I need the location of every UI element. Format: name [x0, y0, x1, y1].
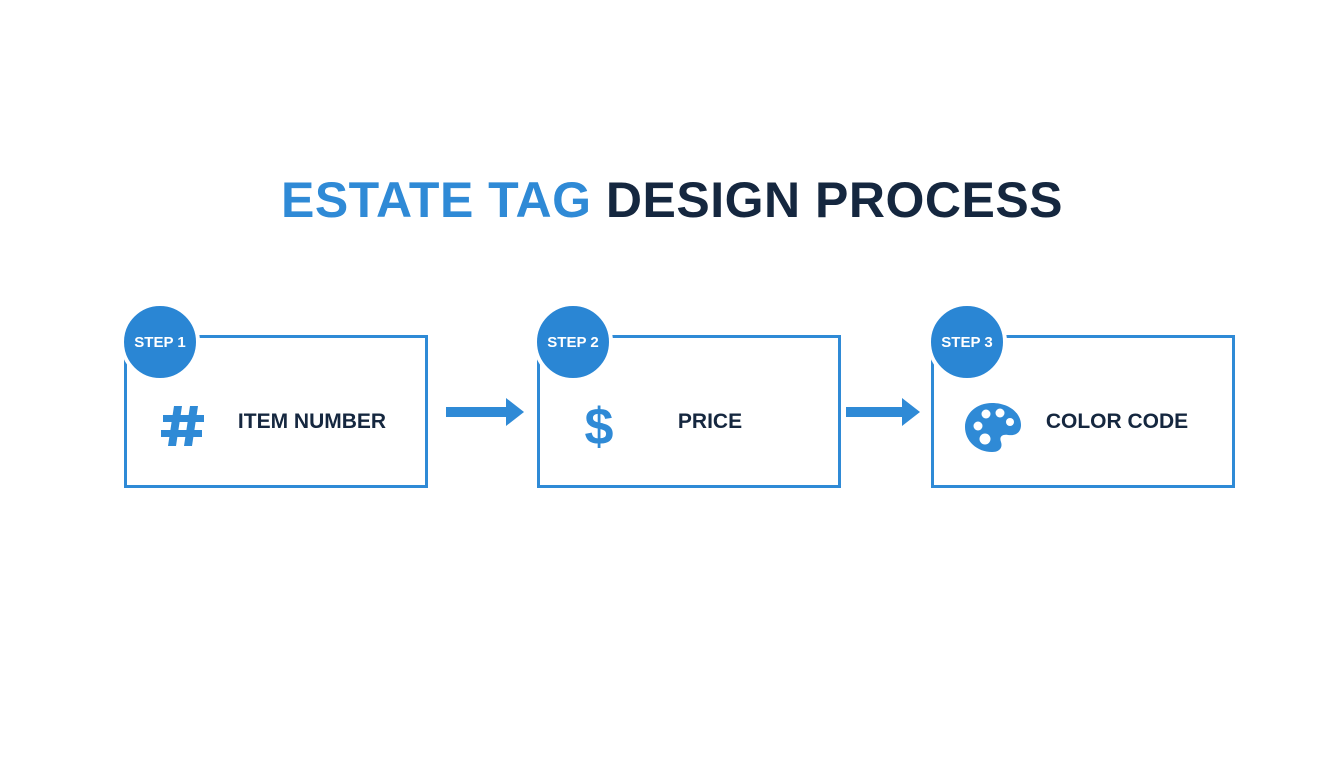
step-3-label: COLOR CODE: [1045, 410, 1189, 433]
step-3-badge: STEP 3: [927, 302, 1007, 382]
step-1-badge: STEP 1: [120, 302, 200, 382]
step-2-label: PRICE: [677, 410, 743, 433]
step-1-label: ITEM NUMBER: [237, 410, 387, 433]
page-title: ESTATE TAG DESIGN PROCESS: [0, 170, 1344, 230]
palette-icon: [962, 400, 1024, 454]
title-highlight: ESTATE TA: [280, 172, 553, 228]
title-rest: DESIGN PROCESS: [591, 172, 1064, 228]
arrow-right-icon: [446, 398, 524, 431]
hash-icon: [158, 400, 210, 452]
arrow-right-icon: [846, 398, 920, 431]
step-2-badge: STEP 2: [533, 302, 613, 382]
svg-text:$: $: [585, 398, 614, 454]
title-highlight-end: G: [552, 172, 592, 228]
dollar-icon: $: [578, 396, 620, 454]
